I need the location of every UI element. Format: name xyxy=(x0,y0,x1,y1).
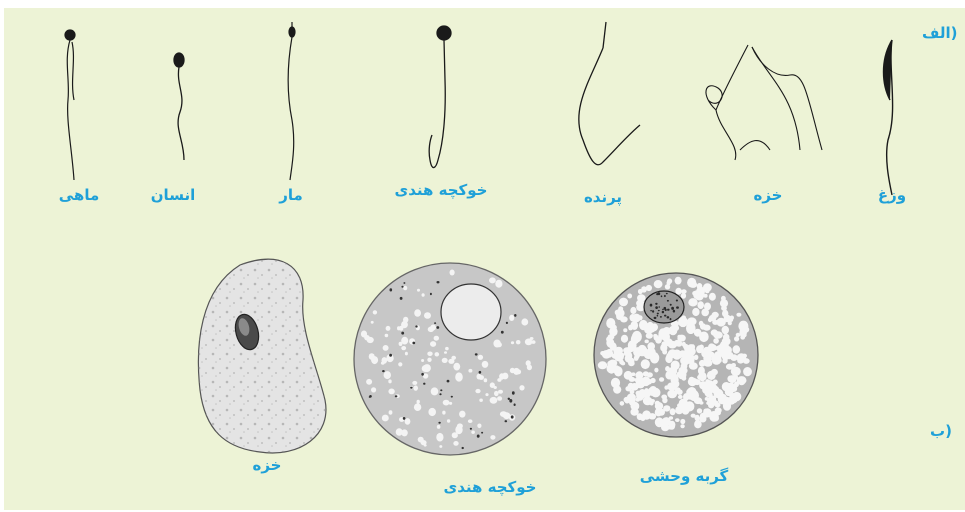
sperm-fish xyxy=(65,30,75,180)
part-b-label: (ب xyxy=(930,422,952,440)
egg-guinea-pig xyxy=(354,263,546,455)
sperm-guinea-pig xyxy=(429,26,451,168)
egg-label-wild-cat: گربه وحشی xyxy=(640,467,729,485)
egg-label-guinea-pig: خوکچه هندی xyxy=(443,478,536,496)
part-a-label: (الف xyxy=(922,24,958,42)
sperm-label-moss: خزه xyxy=(754,186,783,204)
sperm-label-snake: مار xyxy=(279,186,303,204)
sperm-bird xyxy=(579,22,640,165)
egg-label-moss: خزه xyxy=(253,456,282,474)
egg-moss xyxy=(198,259,326,453)
sperm-gecko xyxy=(884,40,893,195)
sperm-label-human: انسان xyxy=(151,186,195,204)
egg-wild-cat xyxy=(594,273,758,437)
sperm-label-gecko: وزغ xyxy=(878,186,906,204)
sperm-snake xyxy=(288,22,295,180)
sperm-label-guinea-pig: خوکچه هندی xyxy=(394,181,487,199)
sperm-label-bird: پرنده xyxy=(584,188,622,206)
sperm-label-fish: ماهی xyxy=(59,186,100,204)
sperm-moss xyxy=(706,45,822,160)
sperm-human xyxy=(174,53,184,160)
